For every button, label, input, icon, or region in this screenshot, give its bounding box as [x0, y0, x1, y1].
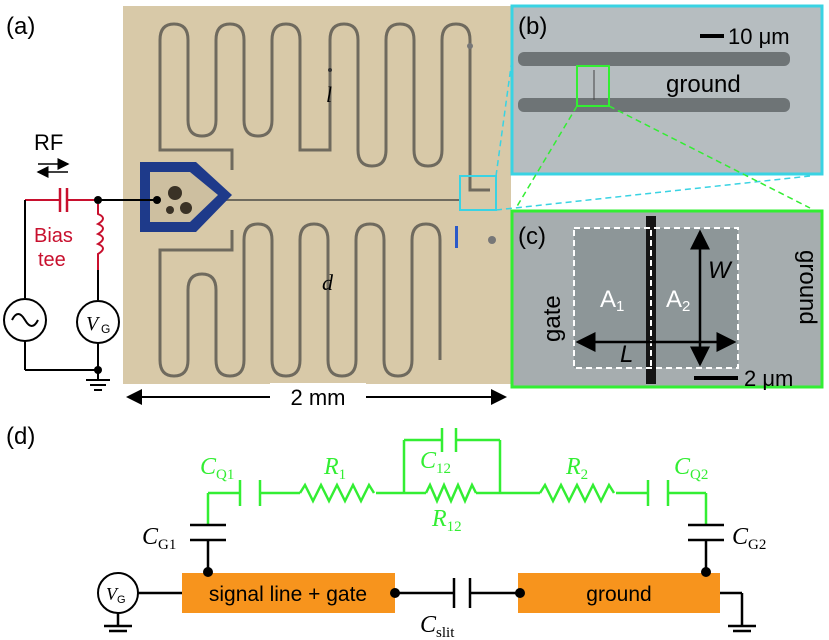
r2-label: R2 — [565, 454, 588, 483]
r12-label: R12 — [431, 506, 462, 535]
panel-b — [510, 4, 824, 176]
cg2-label: CG2 — [732, 524, 766, 553]
scale-label-10um: 10 μm — [728, 24, 790, 49]
resonator-label-l: l — [326, 82, 332, 107]
vg-sub: G — [101, 322, 110, 336]
cq2-label: CQ2 — [674, 454, 708, 483]
resonator-label-d: d — [322, 270, 334, 295]
ground-label-c: ground — [794, 250, 821, 325]
panel-label-b: (b) — [518, 13, 547, 40]
vg-label-d: VG — [106, 584, 126, 606]
panel-c — [510, 209, 824, 389]
ground-box-label: ground — [586, 583, 651, 606]
chip-photo — [123, 6, 511, 384]
zoom-box-b — [459, 175, 497, 211]
a2-label: A2 — [666, 286, 690, 315]
equivalent-circuit — [97, 428, 756, 633]
gate-label: gate — [539, 295, 566, 342]
c12-label: C12 — [420, 448, 451, 477]
bias-label-2: tee — [38, 249, 66, 271]
rf-circuit: RF Bias tee V G — [3, 130, 161, 391]
rf-label: RF — [34, 130, 63, 155]
zoom-box-c — [576, 65, 610, 107]
upper-resonator — [158, 22, 490, 192]
panel-label-d: (d) — [6, 423, 35, 450]
scale-label-2mm: 2 mm — [291, 385, 346, 410]
a1-label: A1 — [600, 286, 624, 315]
lower-resonator — [158, 222, 442, 378]
panel-label-c: (c) — [518, 223, 546, 250]
ground-label-b: ground — [666, 71, 741, 98]
l-label: L — [620, 341, 633, 368]
ground-box — [518, 573, 720, 613]
bias-label-1: Bias — [34, 225, 73, 247]
cq1-label: CQ1 — [200, 454, 234, 483]
vg-label: V — [86, 313, 101, 335]
vg-source-d-icon — [97, 572, 139, 614]
signal-line-box — [182, 573, 395, 613]
r1-label: R1 — [323, 454, 346, 483]
cslit-label: Cslit — [420, 612, 455, 640]
w-label: W — [708, 257, 733, 284]
panel-label-a: (a) — [6, 13, 35, 40]
scale-label-2um: 2 μm — [744, 366, 793, 391]
signal-box-label: signal line + gate — [209, 583, 367, 606]
cg1-label: CG1 — [142, 524, 176, 553]
